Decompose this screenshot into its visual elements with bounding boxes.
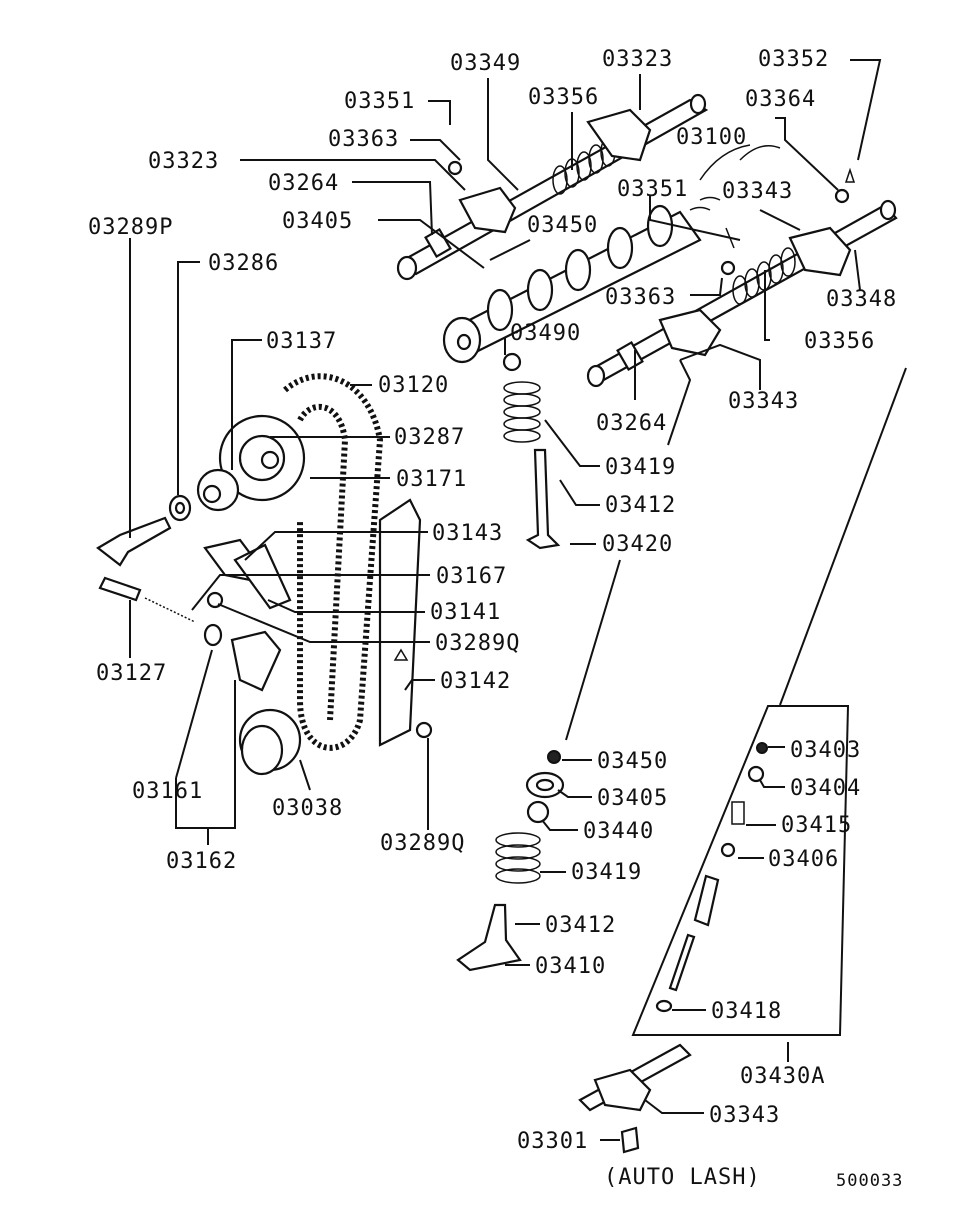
part-labels: 03349 03323 03352 03351 03356 03364 0336… <box>88 47 903 1191</box>
rocker-shaft-left <box>396 93 709 281</box>
auto-lash-kit <box>578 705 850 1154</box>
label-03450-low: 03450 <box>597 749 668 774</box>
label-03343-low: 03343 <box>709 1103 780 1128</box>
label-03161: 03161 <box>132 779 203 804</box>
label-03349: 03349 <box>450 51 521 76</box>
label-03343-mid: 03343 <box>728 389 799 414</box>
label-03363-mid: 03363 <box>605 285 676 310</box>
label-03289Q-low: 03289Q <box>380 831 465 856</box>
label-03323-left: 03323 <box>148 149 219 174</box>
label-03141: 03141 <box>430 600 501 625</box>
label-03364: 03364 <box>745 87 816 112</box>
label-03412-top: 03412 <box>605 493 676 518</box>
label-03289Q-mid: 03289Q <box>435 631 520 656</box>
label-03323-top: 03323 <box>602 47 673 72</box>
label-03287: 03287 <box>394 425 465 450</box>
label-03403: 03403 <box>790 738 861 763</box>
label-03286: 03286 <box>208 251 279 276</box>
label-03301: 03301 <box>517 1129 588 1154</box>
label-03419-top: 03419 <box>605 455 676 480</box>
camshaft <box>442 144 781 364</box>
label-03352: 03352 <box>758 47 829 72</box>
label-03412-low: 03412 <box>545 913 616 938</box>
label-03264-top: 03264 <box>268 171 339 196</box>
label-03410: 03410 <box>535 954 606 979</box>
label-03289P: 03289P <box>88 215 173 240</box>
timing-chain-assembly <box>96 373 433 776</box>
label-03120: 03120 <box>378 373 449 398</box>
label-03137: 03137 <box>266 329 337 354</box>
label-03143: 03143 <box>432 521 503 546</box>
label-03363-top: 03363 <box>328 127 399 152</box>
label-03405-low: 03405 <box>597 786 668 811</box>
label-03356-top: 03356 <box>528 85 599 110</box>
label-03450-top: 03450 <box>527 213 598 238</box>
label-03419-low: 03419 <box>571 860 642 885</box>
label-03356-right: 03356 <box>804 329 875 354</box>
label-03343-top: 03343 <box>722 179 793 204</box>
label-03490: 03490 <box>510 321 581 346</box>
label-03405-top: 03405 <box>282 209 353 234</box>
label-03420: 03420 <box>602 532 673 557</box>
label-03142: 03142 <box>440 669 511 694</box>
label-03440: 03440 <box>583 819 654 844</box>
auto-lash-caption: (AUTO LASH) <box>604 1165 761 1190</box>
valve-lower <box>456 750 565 972</box>
label-03167: 03167 <box>436 564 507 589</box>
label-03404: 03404 <box>790 776 861 801</box>
leader-lines <box>129 59 907 1141</box>
label-03351-mid: 03351 <box>617 177 688 202</box>
label-03162: 03162 <box>166 849 237 874</box>
label-03038: 03038 <box>272 796 343 821</box>
valve-upper <box>502 352 561 550</box>
label-03264-mid: 03264 <box>596 411 667 436</box>
label-03430A: 03430A <box>740 1064 825 1089</box>
label-03415: 03415 <box>781 813 852 838</box>
diagram-number: 500033 <box>836 1171 903 1191</box>
rocker-shaft-right <box>586 167 898 388</box>
label-03406: 03406 <box>768 847 839 872</box>
label-03418: 03418 <box>711 999 782 1024</box>
label-03100: 03100 <box>676 125 747 150</box>
label-03348: 03348 <box>826 287 897 312</box>
label-03351-top: 03351 <box>344 89 415 114</box>
label-03127: 03127 <box>96 661 167 686</box>
label-03171: 03171 <box>396 467 467 492</box>
